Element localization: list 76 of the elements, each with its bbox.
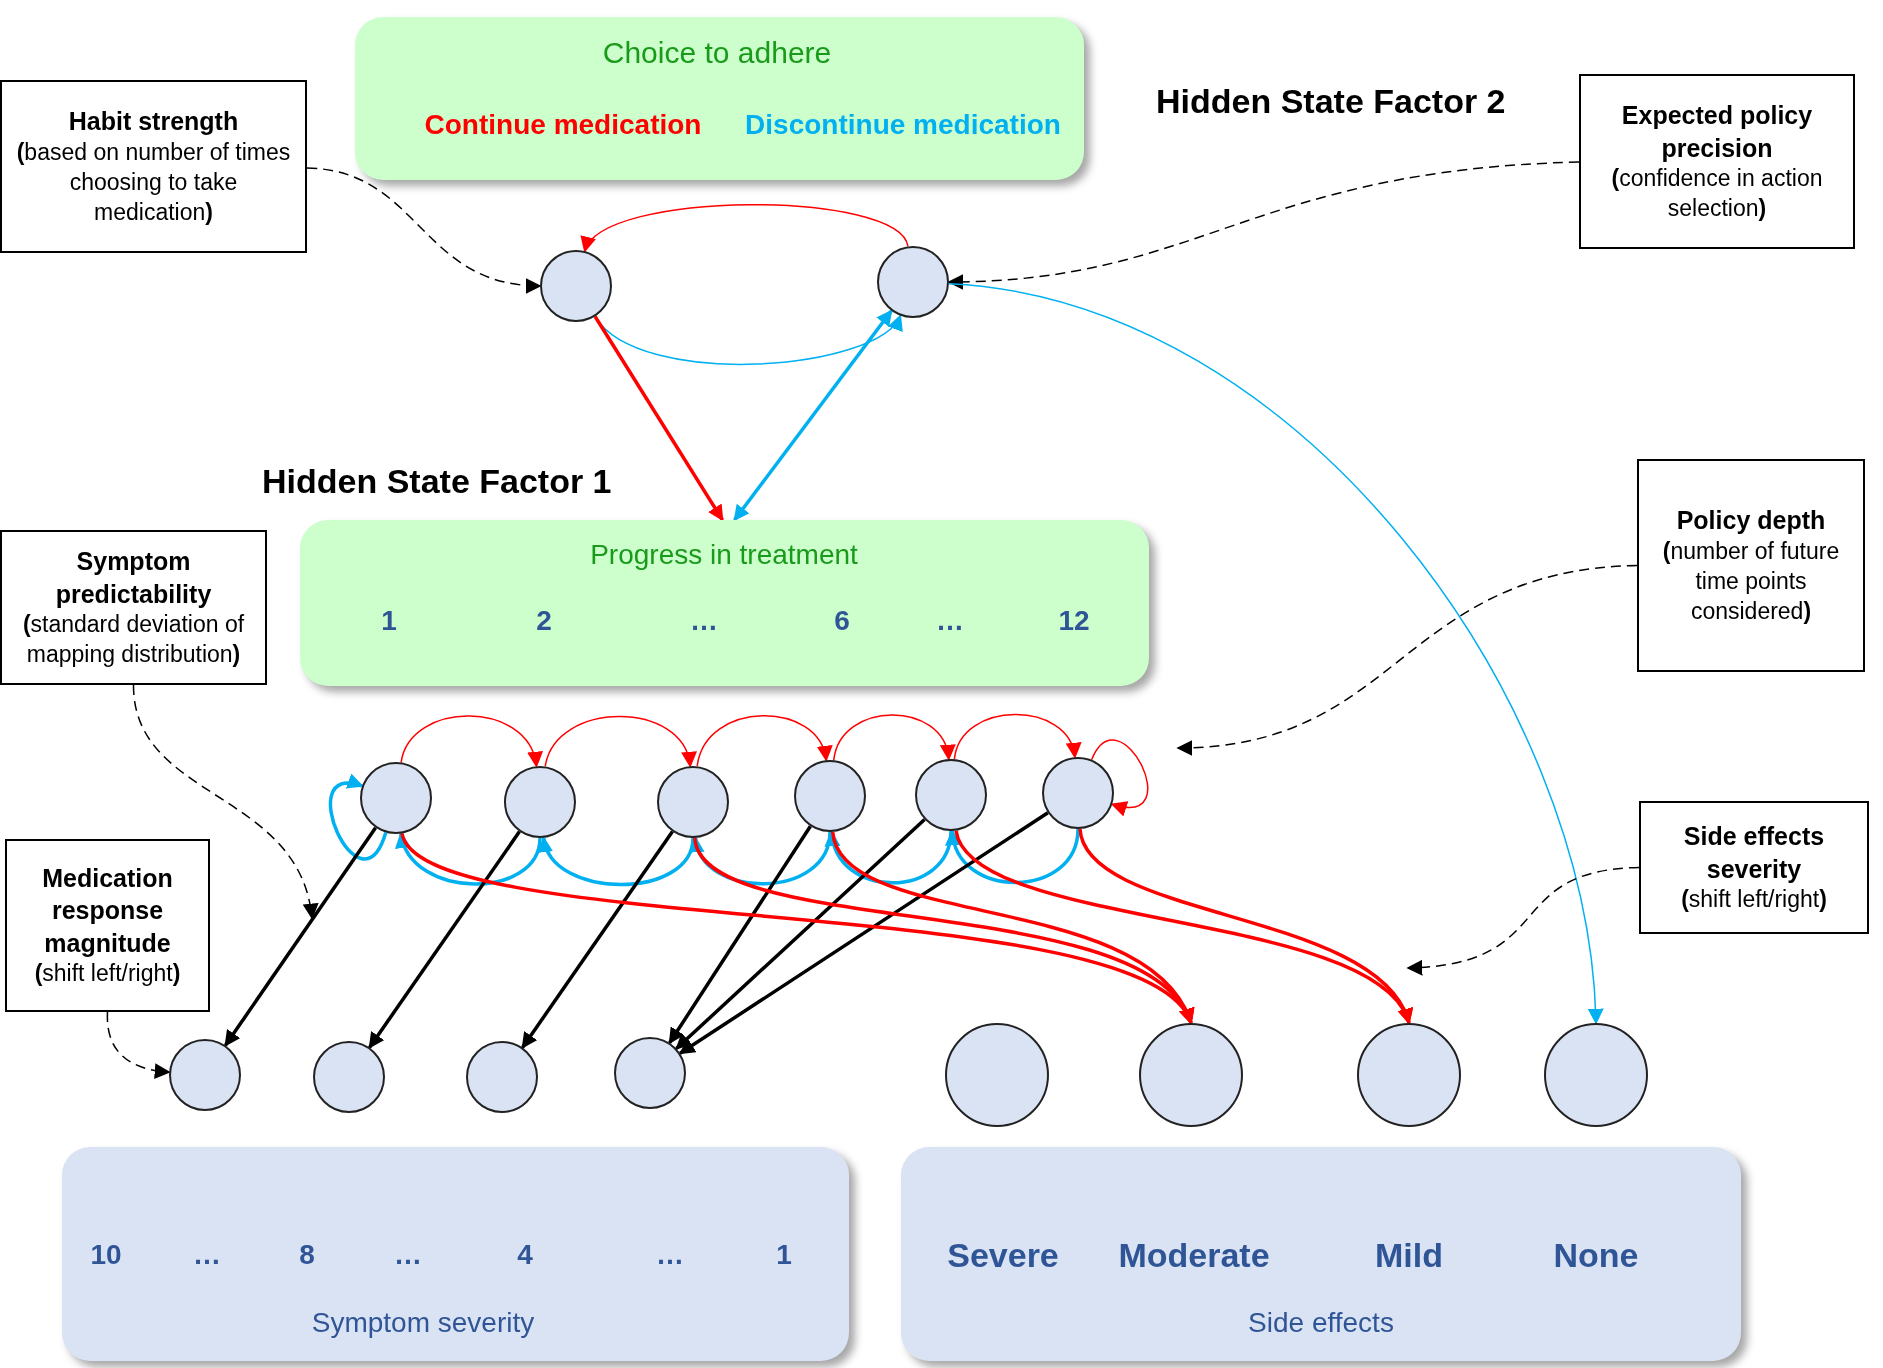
box-title: Progress in treatment: [590, 538, 858, 572]
state-number: 12: [1058, 604, 1090, 638]
arrow: [400, 715, 541, 768]
arrow: [668, 825, 812, 1045]
arrow: [544, 715, 695, 768]
arrow: [1078, 828, 1411, 1025]
parameter-title: Habit strength: [68, 106, 239, 138]
scale-value: 1: [776, 1238, 792, 1272]
dashed-arrow: [1176, 564, 1638, 755]
arrow: [947, 828, 1080, 885]
scale-value: …: [394, 1238, 422, 1272]
parameter-title: Side effects severity: [1682, 821, 1826, 885]
arrow: [583, 203, 909, 253]
arrow: [833, 714, 954, 761]
outcome-panel: [901, 1147, 1741, 1361]
state-number: …: [690, 604, 718, 638]
dashed-arrow: [132, 684, 317, 920]
box-title: Choice to adhere: [602, 34, 832, 71]
arrow: [953, 713, 1080, 760]
parameter-title: Expected policy precision: [1620, 100, 1814, 164]
state-number: 6: [834, 604, 850, 638]
parameter-description: (standard deviation of mapping distribution): [21, 610, 246, 669]
arrow: [368, 830, 521, 1049]
parameter-description: (based on number of times choosing to take medication): [15, 137, 292, 227]
arrow: [521, 830, 674, 1049]
scale-value: …: [656, 1238, 684, 1272]
option-label: Discontinue medication: [745, 108, 1061, 142]
parameter-box: [1637, 459, 1865, 672]
option-label: Continue medication: [424, 108, 702, 142]
scale-value: 10: [90, 1238, 122, 1272]
arrow: [397, 832, 542, 886]
arrow: [675, 818, 926, 1050]
arrow: [593, 315, 724, 522]
section-heading: Hidden State Factor 1: [262, 461, 612, 502]
box-title: Symptom severity: [311, 1306, 535, 1340]
scale-value: None: [1553, 1234, 1639, 1276]
dashed-arrow: [306, 167, 542, 293]
outcome-panel: [62, 1147, 849, 1361]
arrow: [831, 831, 1193, 1025]
parameter-box: [5, 839, 210, 1012]
parameter-title: Symptom predictability: [54, 546, 213, 610]
dashed-arrow: [1406, 866, 1640, 975]
state-number: 2: [536, 604, 552, 638]
loop-arrow: [1090, 739, 1149, 815]
state-panel: [355, 17, 1084, 180]
scale-value: Moderate: [1118, 1234, 1270, 1276]
arrow: [678, 811, 1049, 1055]
arrow: [826, 830, 953, 885]
state-number: 1: [381, 604, 397, 638]
scale-value: 4: [517, 1238, 533, 1272]
parameter-description: (shift left/right): [34, 959, 181, 989]
state-number: …: [936, 604, 964, 638]
arrow: [540, 836, 695, 887]
arrow: [224, 826, 377, 1047]
parameter-description: (confidence in action selection): [1610, 164, 1824, 223]
loop-arrow: [328, 775, 388, 861]
parameter-title: Medication response magnitude: [41, 862, 174, 959]
parameter-description: (number of future time points considered): [1661, 536, 1841, 626]
parameter-box: [0, 80, 307, 253]
arrow: [696, 715, 831, 767]
scale-value: Mild: [1375, 1234, 1443, 1276]
dashed-arrow: [106, 1011, 171, 1079]
parameter-description: (shift left/right): [1681, 885, 1827, 915]
parameter-box: [1579, 74, 1855, 249]
arrow: [691, 831, 832, 886]
parameter-title: Policy depth: [1676, 505, 1826, 537]
box-title: Side effects: [1248, 1306, 1394, 1340]
scale-value: Severe: [947, 1234, 1059, 1276]
arrow: [733, 309, 893, 522]
arrow: [948, 282, 1603, 1025]
section-heading: Hidden State Factor 2: [1156, 81, 1506, 122]
scale-value: 8: [299, 1238, 315, 1272]
state-panel: [300, 520, 1149, 686]
parameter-box: [1639, 801, 1869, 934]
scale-value: …: [193, 1238, 221, 1272]
parameter-box: [0, 530, 267, 685]
